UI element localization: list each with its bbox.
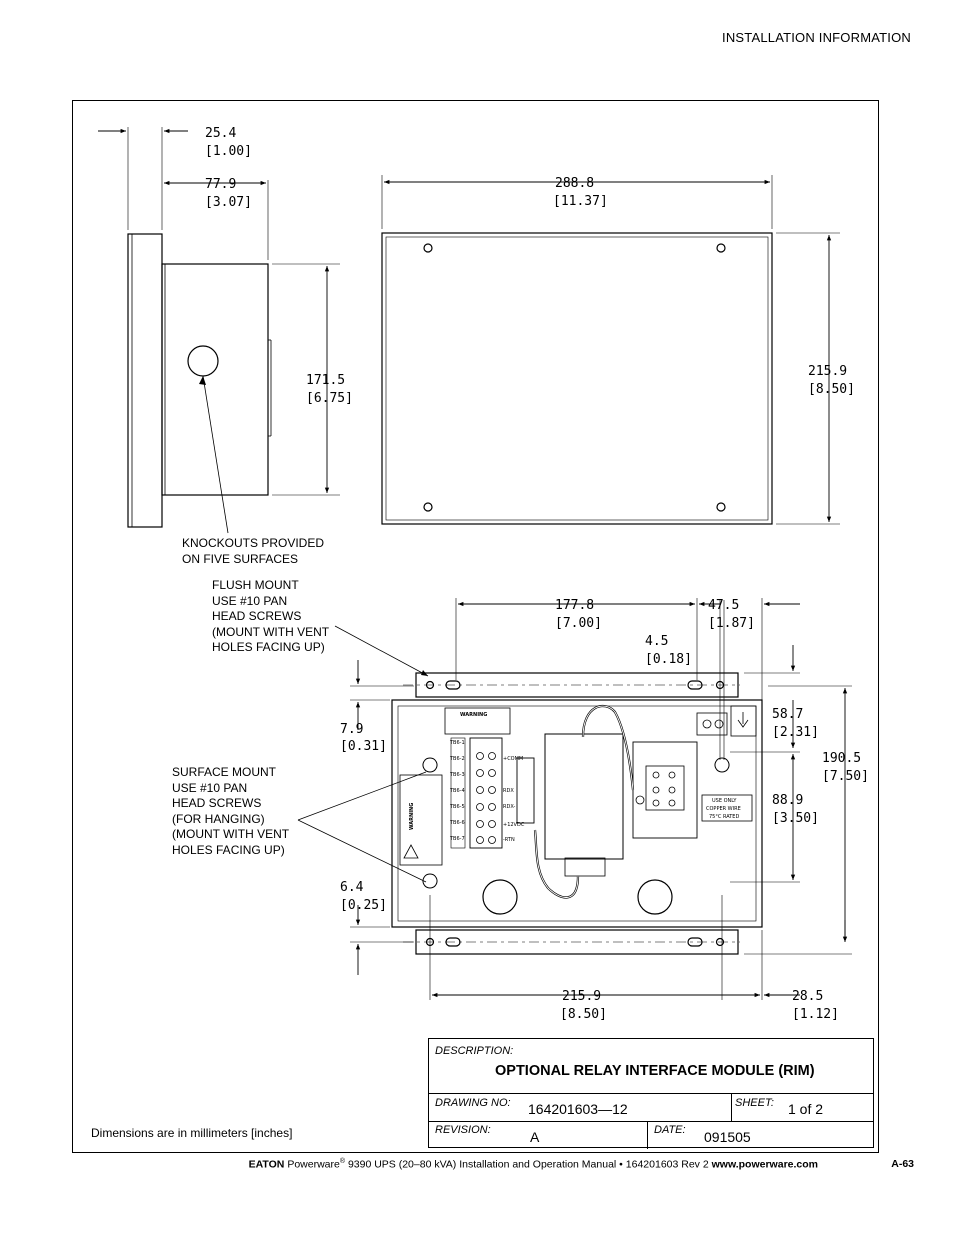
signal-label-rdx: RDX: [503, 788, 514, 794]
dim-base-width-in: [8.50]: [560, 1007, 607, 1022]
tb-label-4: TB6-4: [449, 788, 465, 794]
copper-label-2: COPPER WIRE: [706, 806, 741, 812]
flush-mount-note-line: FLUSH MOUNT: [212, 578, 299, 592]
tb-label-5: TB6-5: [449, 804, 465, 810]
dim-small-offset-mm: 4.5: [645, 634, 668, 649]
footer-brand: EATON: [248, 1158, 285, 1171]
drawing-no-value: 164201603—12: [528, 1101, 628, 1117]
interior-view: [391, 672, 763, 955]
surface-mount-note-line: (FOR HANGING): [172, 811, 265, 826]
dim-mount-span-in: [7.00]: [555, 616, 602, 631]
signal-label-rdx-minus: RDX-: [503, 804, 516, 810]
revision-label: REVISION:: [435, 1124, 491, 1136]
units-note: Dimensions are in millimeters [inches]: [91, 1126, 293, 1140]
dim-side-depth-mm: 25.4: [205, 126, 236, 141]
flush-mount-note-line: HOLES FACING UP): [212, 640, 325, 654]
dim-front-width-mm: 288.8: [555, 176, 594, 191]
front-view: [381, 232, 773, 525]
surface-mount-note-line: HEAD SCREWS: [172, 796, 262, 810]
tb-label-7: TB6-7: [449, 836, 465, 842]
dim-mount-span-mm: 177.8: [555, 598, 594, 613]
signal-label-comm: +COMM: [503, 756, 523, 762]
dim-right-edge-in: [1.12]: [792, 1007, 839, 1022]
knockouts-note-line: KNOCKOUTS PROVIDED: [182, 536, 325, 550]
sheet-value: 1 of 2: [788, 1101, 824, 1117]
drawing-no-label: DRAWING NO:: [435, 1097, 511, 1109]
surface-mount-note-line: SURFACE MOUNT: [172, 765, 277, 779]
dim-base-width-mm: 215.9: [562, 989, 601, 1004]
dim-side-depth-in: [1.00]: [205, 144, 252, 159]
terminal-screws: [476, 719, 724, 844]
title-block: DESCRIPTION: OPTIONAL RELAY INTERFACE MO…: [428, 1038, 874, 1149]
drawing-frame: [72, 100, 879, 1153]
tb-label-2: TB6-2: [449, 756, 465, 762]
date-divider: [647, 1121, 648, 1149]
signal-label-rtn: -RTN: [503, 837, 515, 843]
dim-side-width-in: [3.07]: [205, 195, 252, 210]
dim-hole-spacing-in: [3.50]: [772, 811, 819, 826]
tb-label-6: TB6-6: [449, 820, 465, 826]
dim-front-height-mm: 215.9: [808, 364, 847, 379]
knockouts-note: KNOCKOUTS PROVIDED ON FIVE SURFACES: [182, 536, 324, 567]
revision-value: A: [530, 1129, 540, 1145]
description-value: OPTIONAL RELAY INTERFACE MODULE (RIM): [495, 1063, 815, 1079]
surface-mount-note-line: (MOUNT WITH VENT: [172, 827, 290, 841]
sheet-divider: [731, 1093, 732, 1121]
signal-label-12vdc: +12VDC: [503, 822, 525, 828]
footer-reg: ®: [339, 1158, 346, 1165]
footer-doc-no: 164201603 Rev 2: [625, 1158, 709, 1171]
date-label: DATE:: [654, 1124, 686, 1136]
dim-front-width-in: [11.37]: [553, 194, 608, 209]
footer-manual: 9390 UPS (20–80 kVA) Installation and Op…: [347, 1158, 617, 1171]
flush-mount-note-line: USE #10 PAN: [212, 593, 288, 608]
flush-mount-note-line: (MOUNT WITH VENT: [212, 624, 330, 639]
tb-label-1: TB6-1: [449, 740, 465, 746]
section-header: INSTALLATION INFORMATION: [722, 30, 911, 45]
title-block-row-divider: [429, 1093, 873, 1094]
knockouts-note-line: ON FIVE SURFACES: [182, 551, 299, 566]
footer-product: Powerware: [287, 1158, 340, 1171]
footer-text: EATON Powerware® 9390 UPS (20–80 kVA) In…: [249, 1158, 818, 1171]
date-value: 091505: [704, 1129, 751, 1145]
dim-overall-height-in: [7.50]: [822, 769, 869, 784]
sheet-label: SHEET:: [735, 1097, 774, 1109]
footer-bullet: •: [619, 1158, 623, 1171]
dim-upper-hole-mm: 58.7: [772, 707, 803, 722]
dim-bottom-offset-in: [0.25]: [340, 898, 387, 913]
dim-side-height-in: [6.75]: [306, 391, 353, 406]
dim-side-height-mm: 171.5: [306, 373, 345, 388]
dim-overall-height-mm: 190.5: [822, 751, 861, 766]
footer-url: www.powerware.com: [711, 1158, 818, 1171]
dim-side-width-mm: 77.9: [205, 177, 236, 192]
page-number: A-63: [891, 1158, 914, 1170]
dim-top-offset-mm: 7.9: [340, 722, 363, 737]
warning-label-side: WARNING: [409, 803, 415, 830]
dim-right-edge-mm: 28.5: [792, 989, 823, 1004]
dim-right-offset-in: [1.87]: [708, 616, 755, 631]
flush-mount-note-line: HEAD SCREWS: [212, 609, 302, 623]
surface-mount-note-line: USE #10 PAN: [172, 780, 248, 795]
dim-right-offset-mm: 47.5: [708, 598, 739, 613]
warning-label-top: WARNING: [460, 712, 487, 718]
description-label: DESCRIPTION:: [435, 1045, 514, 1057]
dim-top-offset-in: [0.31]: [340, 739, 387, 754]
dim-bottom-offset-mm: 6.4: [340, 880, 364, 895]
surface-mount-note: SURFACE MOUNT USE #10 PAN HEAD SCREWS (F…: [172, 765, 289, 858]
side-view: [127, 233, 272, 528]
surface-mount-note-line: HOLES FACING UP): [172, 842, 285, 857]
copper-label-3: 75°C RATED: [709, 814, 739, 820]
tb-label-3: TB6-3: [449, 772, 465, 778]
title-block-row-divider: [429, 1121, 873, 1122]
copper-label-1: USE ONLY: [712, 798, 737, 804]
dim-small-offset-in: [0.18]: [645, 652, 692, 667]
dim-upper-hole-in: [2.31]: [772, 725, 819, 740]
flush-mount-note: FLUSH MOUNT USE #10 PAN HEAD SCREWS (MOU…: [212, 578, 329, 656]
dim-front-height-in: [8.50]: [808, 382, 855, 397]
dim-hole-spacing-mm: 88.9: [772, 793, 803, 808]
